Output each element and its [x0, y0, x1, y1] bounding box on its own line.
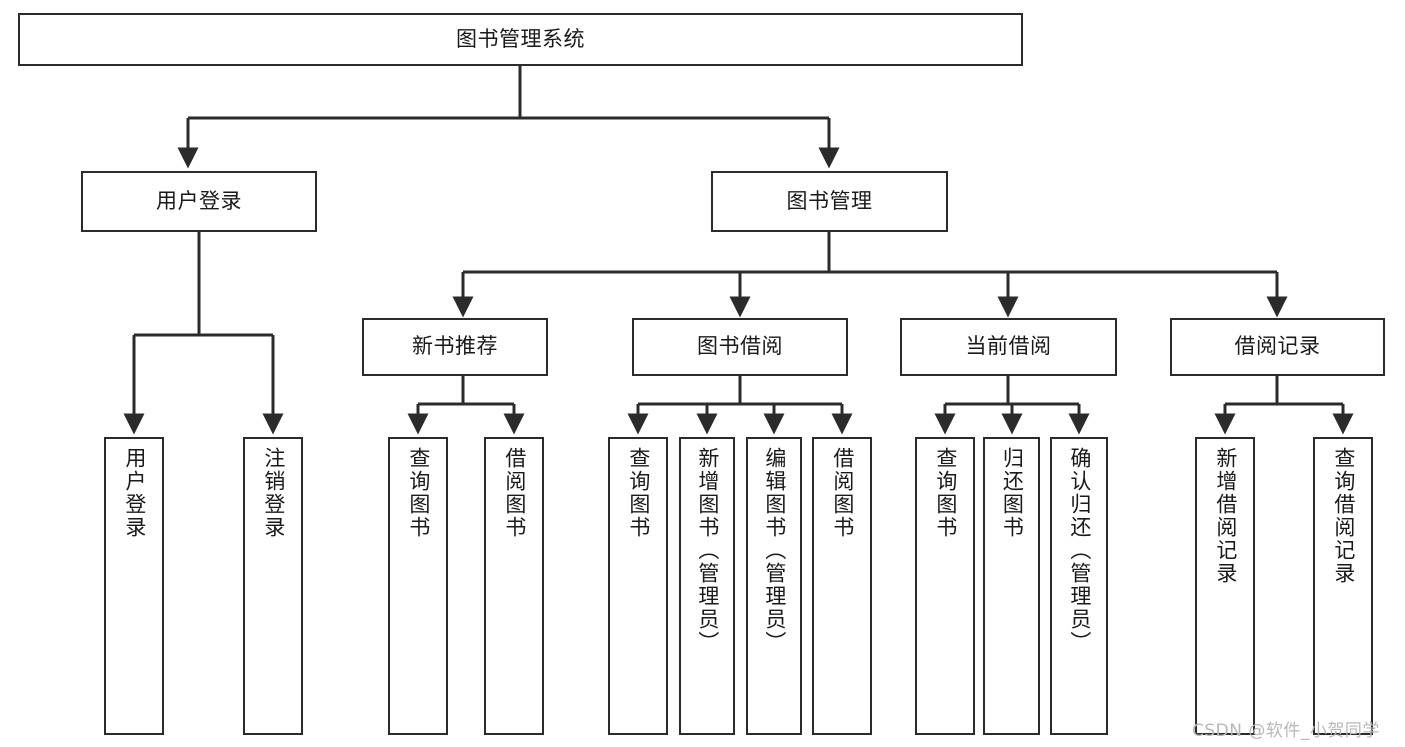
leaf-borrow-borrow-book[interactable]: 借阅图书 — [812, 437, 872, 735]
leaf-borrow-add-book[interactable]: 新增图书（管理员） — [679, 437, 735, 735]
leaf-current-confirm-return[interactable]: 确认归还（管理员） — [1050, 437, 1108, 735]
node-label: 借阅图书 — [830, 447, 855, 539]
leaf-new-book-borrow[interactable]: 借阅图书 — [484, 437, 544, 735]
node-label: 当前借阅 — [965, 334, 1052, 359]
node-label: 归还图书 — [1000, 447, 1025, 539]
leaf-current-return-book[interactable]: 归还图书 — [983, 437, 1040, 735]
node-label: 查询借阅记录 — [1331, 447, 1356, 585]
node-borrow-record[interactable]: 借阅记录 — [1170, 318, 1385, 376]
node-label: 借阅图书 — [502, 447, 527, 539]
csdn-watermark: CSDN @软件_小贺同学 — [1192, 721, 1380, 741]
node-label: 借阅记录 — [1234, 334, 1321, 359]
node-label: 新书推荐 — [412, 334, 498, 359]
node-label: 编辑图书（管理员） — [762, 447, 787, 654]
leaf-record-add[interactable]: 新增借阅记录 — [1195, 437, 1255, 735]
leaf-current-query-book[interactable]: 查询图书 — [915, 437, 975, 735]
leaf-logout[interactable]: 注销登录 — [243, 437, 303, 735]
node-current-borrow[interactable]: 当前借阅 — [900, 318, 1117, 376]
leaf-new-book-query[interactable]: 查询图书 — [388, 437, 448, 735]
node-new-book-recommend[interactable]: 新书推荐 — [362, 318, 548, 376]
node-book-management[interactable]: 图书管理 — [711, 171, 948, 232]
node-user-login[interactable]: 用户登录 — [81, 171, 317, 232]
node-label: 新增图书（管理员） — [695, 447, 720, 654]
node-label: 图书管理 — [786, 188, 873, 213]
node-label: 查询图书 — [406, 447, 431, 539]
node-label: 图书借阅 — [697, 334, 783, 359]
leaf-user-login[interactable]: 用户登录 — [104, 437, 164, 735]
leaf-borrow-query-book[interactable]: 查询图书 — [608, 437, 668, 735]
node-label: 图书管理系统 — [456, 26, 585, 51]
node-label: 注销登录 — [261, 447, 286, 539]
node-root-book-management-system[interactable]: 图书管理系统 — [18, 13, 1023, 66]
node-label: 用户登录 — [156, 188, 242, 213]
node-label: 查询图书 — [626, 447, 651, 539]
node-label: 用户登录 — [122, 447, 147, 539]
node-label: 新增借阅记录 — [1213, 447, 1238, 585]
leaf-borrow-edit-book[interactable]: 编辑图书（管理员） — [746, 437, 802, 735]
leaf-record-query[interactable]: 查询借阅记录 — [1313, 437, 1373, 735]
node-label: 确认归还（管理员） — [1067, 447, 1092, 654]
node-book-borrow[interactable]: 图书借阅 — [632, 318, 848, 376]
node-label: 查询图书 — [933, 447, 958, 539]
